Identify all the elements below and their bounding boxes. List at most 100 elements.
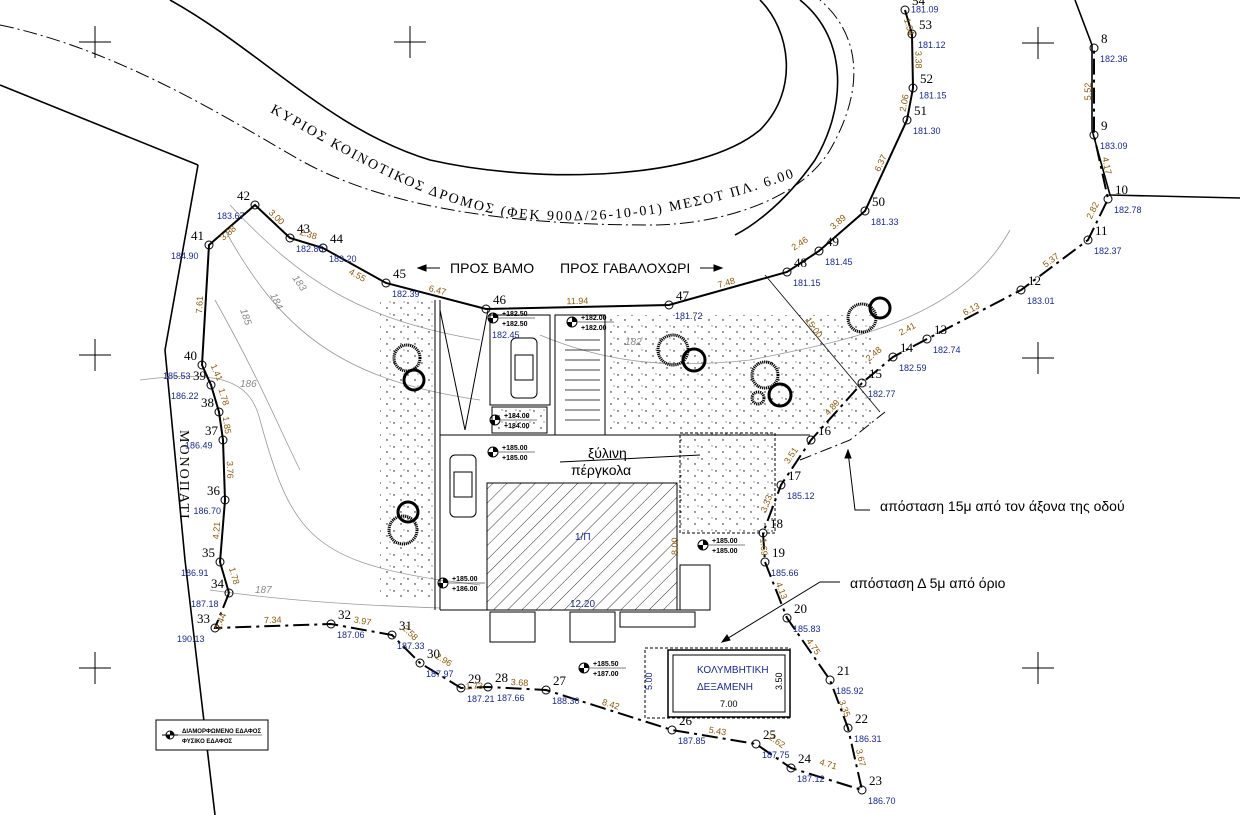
contour-label: 186: [240, 379, 257, 390]
survey-point-marker: [751, 739, 761, 749]
stairs: [565, 339, 600, 421]
segment-length: 4.17: [1100, 156, 1114, 175]
natural-level: +182.00: [581, 325, 607, 332]
road-title: ΚΥΡΙΟΣ ΚΟΙΝΟΤΙΚΟΣ ΔΡΟΜΟΣ (ΦΕΚ 900Δ/26-10…: [0, 0, 802, 224]
level-marker: +185.00+185.00: [487, 445, 535, 462]
pergola-leader: [559, 454, 701, 463]
pool-label: ΚΟΛΥΜΒΗΤΙΚΗ: [697, 665, 769, 676]
segment-length: 3.67: [854, 748, 868, 767]
segment-length: 3.35: [837, 699, 853, 719]
legend: ΔΙΑΜΟΡΦΩΜΕΝΟ ΕΔΑΦΟΣ ΦΥΣΙΚΟ ΕΔΑΦΟΣ: [155, 719, 269, 751]
formed-level: +184.00: [504, 413, 530, 420]
survey-point-marker: [664, 300, 674, 310]
survey-point-marker: [908, 83, 918, 93]
point-elevation: 181.72: [675, 311, 703, 321]
segment-length: 2.06: [898, 93, 911, 112]
segment-length: 5.43: [708, 725, 727, 738]
point-elevation: 185.66: [771, 568, 799, 578]
building-label: 1/Π: [575, 532, 591, 543]
segment-length: 2.41: [897, 320, 917, 337]
contour-label: 187: [255, 585, 272, 596]
survey-point-marker: [806, 435, 816, 445]
survey-point-marker: [1089, 43, 1099, 53]
survey-point: 38: [201, 395, 224, 417]
point-number: 41: [191, 228, 204, 243]
point-number: 53: [919, 17, 932, 32]
point-number: 50: [872, 194, 885, 209]
survey-point-marker: [220, 495, 230, 505]
point-elevation: 182.77: [868, 389, 896, 399]
survey-point-marker: [900, 5, 910, 15]
point-number: 19: [772, 545, 785, 560]
survey-point: 50 181.33: [860, 194, 899, 227]
point-number: 26: [679, 713, 693, 728]
to-vamos-label: ΠΡΟΣ ΒΑΜΟ: [450, 260, 534, 276]
natural-level: +184.00: [504, 423, 530, 430]
point-elevation: 183.09: [1100, 141, 1128, 151]
survey-point-marker: [760, 557, 770, 567]
survey-point-marker: [481, 304, 491, 314]
formed-level: +182.00: [581, 315, 607, 322]
pool-inner: [672, 654, 786, 713]
point-number: 11: [1095, 223, 1108, 238]
point-number: 51: [914, 103, 927, 118]
survey-point-marker: [250, 200, 260, 210]
survey-point-marker: [902, 115, 912, 125]
point-elevation: 181.33: [871, 217, 899, 227]
point-number: 33: [197, 611, 210, 626]
point-elevation: 185.12: [787, 491, 815, 501]
survey-point: 18: [758, 516, 783, 538]
point-number: 8: [1101, 31, 1108, 46]
segment-length: 3.51: [782, 445, 800, 465]
contour-label: 183: [290, 273, 309, 293]
point-number: 29: [468, 671, 481, 686]
point-elevation: 182.36: [1100, 54, 1128, 64]
point-elevation: 182.39: [392, 289, 420, 299]
point-number: 16: [818, 423, 832, 438]
segment-length: 7.48: [717, 276, 737, 290]
car-icon: [449, 454, 477, 518]
segment-length: 1.73: [465, 681, 483, 692]
survey-point-marker: [387, 630, 397, 640]
level-markers: +182.50+182.50+182.00+182.00+184.00+184.…: [437, 311, 745, 678]
point-number: 30: [427, 646, 440, 661]
point-number: 43: [297, 221, 310, 236]
point-number: 9: [1101, 118, 1108, 133]
point-elevation: 187.12: [797, 774, 825, 784]
point-number: 13: [934, 322, 947, 337]
tree-icons: [387, 296, 892, 546]
point-elevation: 182.78: [1114, 205, 1142, 215]
point-elevation: 181.30: [913, 126, 941, 136]
point-number: 37: [205, 423, 219, 438]
survey-point-marker: [214, 407, 224, 417]
point-elevation: 184.90: [171, 251, 199, 261]
point-elevation: 181.15: [793, 278, 821, 288]
survey-point: 19 185.66: [760, 545, 799, 578]
pergola: [679, 432, 776, 534]
point-number: 54: [912, 0, 926, 8]
segment-length: 2.96: [434, 651, 454, 669]
point-elevation: 185.92: [836, 686, 864, 696]
segment-length: 3.00: [267, 207, 287, 226]
point-number: 46: [493, 292, 507, 307]
point-number: 52: [920, 71, 933, 86]
survey-point-marker: [218, 435, 228, 445]
point-elevation: 187.33: [397, 641, 425, 651]
contour-label: 185: [237, 307, 253, 327]
direction-arrow: [416, 264, 724, 272]
segment-length: 1.78: [216, 387, 231, 407]
segment-length: 1.41: [209, 362, 225, 382]
point-number: 32: [338, 607, 351, 622]
point-number: 18: [770, 516, 783, 531]
